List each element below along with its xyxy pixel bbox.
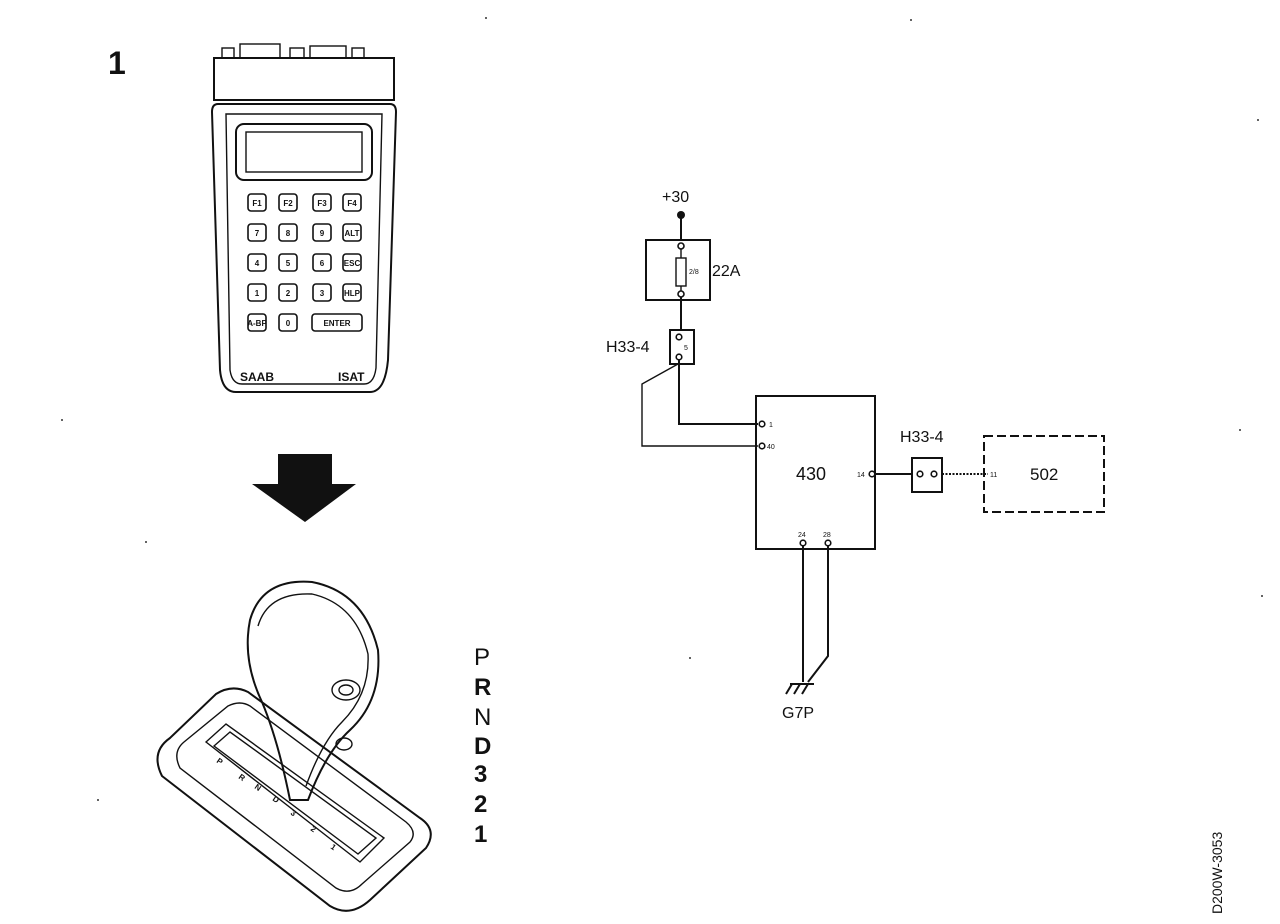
tester-key: A-BP: [247, 313, 267, 332]
tester-key-label: ENTER: [323, 319, 350, 328]
diagnostic-tester: SAAB ISAT F1 F2 F3 F4 7 8 9 ALT 4 5 6 ESC 1 2 3 HLP A-BP…: [210, 43, 398, 393]
connector-right-label: H33-4: [900, 429, 944, 446]
tester-key: 3: [312, 283, 332, 302]
tester-key: 9: [312, 223, 332, 242]
gear-position-label: D: [474, 733, 491, 760]
ground-symbol: [785, 683, 814, 695]
connector-left-label: H33-4: [606, 339, 650, 356]
gear-position-label: 3: [474, 761, 487, 788]
tester-key-label: 1: [255, 289, 260, 298]
tester-key: 4: [247, 253, 267, 272]
svg-text:D: D: [271, 794, 281, 805]
tester-key-label: 6: [320, 259, 325, 268]
step-number: 1: [108, 45, 126, 81]
tester-key-label: HLP: [344, 289, 361, 298]
gear-position-label: 1: [474, 821, 487, 848]
tester-model: ISAT: [338, 370, 365, 384]
tester-key-label: ALT: [345, 229, 360, 238]
tester-key-label: ESC: [344, 259, 361, 268]
fuse-rating: 2/8: [689, 269, 699, 276]
svg-text:N: N: [253, 782, 263, 793]
tester-key: ESC: [342, 253, 362, 272]
tester-key: F3: [312, 193, 332, 212]
svg-text:3: 3: [289, 808, 298, 818]
tester-key: 2: [278, 283, 298, 302]
connector-right: [911, 457, 943, 493]
ecu-pin-1: 1: [769, 422, 773, 429]
arrow-down-icon: [252, 454, 356, 522]
fuse-symbol: [675, 257, 687, 287]
connector-left: [669, 329, 695, 365]
tester-key-label: 2: [286, 289, 291, 298]
tester-key-label: 3: [320, 289, 325, 298]
gear-position-label: P: [474, 644, 490, 671]
ecu-pin-28: 28: [823, 532, 831, 539]
supply-label: +30: [662, 189, 689, 206]
tester-key-label: F3: [317, 199, 327, 208]
figure-code: D200W-3053: [1209, 832, 1225, 914]
ground-label: G7P: [782, 705, 814, 722]
fuse-label: 22A: [712, 263, 741, 280]
svg-text:2: 2: [309, 824, 318, 834]
scan-specks: [61, 17, 1263, 801]
fuse-box: [645, 239, 711, 301]
tester-keypad: F1 F2 F3 F4 7 8 9 ALT 4 5 6 ESC 1 2 3 HLP A-BP 0 ENTER: [247, 193, 363, 332]
tester-display: [235, 123, 373, 181]
tester-key: 0: [278, 313, 298, 332]
svg-text:P: P: [215, 756, 225, 767]
tester-key-label: 0: [286, 319, 291, 328]
module-label: 502: [1030, 465, 1058, 484]
module-box: [983, 435, 1105, 513]
tester-key: HLP: [342, 283, 362, 302]
tester-key: F4: [342, 193, 362, 212]
tester-key: F1: [247, 193, 267, 212]
tester-key-label: 5: [286, 259, 291, 268]
tester-key-label: F1: [252, 199, 262, 208]
tester-brand: SAAB: [240, 370, 274, 384]
tester-key: 6: [312, 253, 332, 272]
ecu-label: 430: [796, 464, 826, 484]
gear-position-label: N: [474, 704, 491, 731]
tester-key-label: F2: [283, 199, 293, 208]
ecu-pin-24: 24: [798, 532, 806, 539]
ecu-pin-14: 14: [857, 472, 865, 479]
connector-left-pin: 5: [684, 345, 688, 352]
gear-selector-illustration: P R N D 3 2 1: [156, 580, 432, 912]
tester-key-label: 4: [255, 259, 260, 268]
wiring-diagram: +30 2/8 22A 5 H33-4 1 40 430 14 24 2: [606, 189, 1105, 722]
tester-key-label: 9: [320, 229, 325, 238]
gear-position-label: 2: [474, 791, 487, 818]
tester-key: F2: [278, 193, 298, 212]
svg-text:1: 1: [329, 842, 338, 852]
ecu-pin-40: 40: [767, 444, 775, 451]
gear-position-label: R: [474, 674, 491, 701]
tester-key: 5: [278, 253, 298, 272]
tester-key: 7: [247, 223, 267, 242]
tester-key-label: F4: [347, 199, 357, 208]
tester-key-label: 7: [255, 229, 260, 238]
tester-key-label: A-BP: [247, 319, 267, 328]
module-pin: 11: [990, 472, 997, 479]
tester-key: ALT: [342, 223, 362, 242]
svg-text:R: R: [237, 772, 247, 783]
tester-key: ENTER: [311, 313, 363, 332]
tester-key: 8: [278, 223, 298, 242]
tester-key: 1: [247, 283, 267, 302]
tester-key-label: 8: [286, 229, 291, 238]
